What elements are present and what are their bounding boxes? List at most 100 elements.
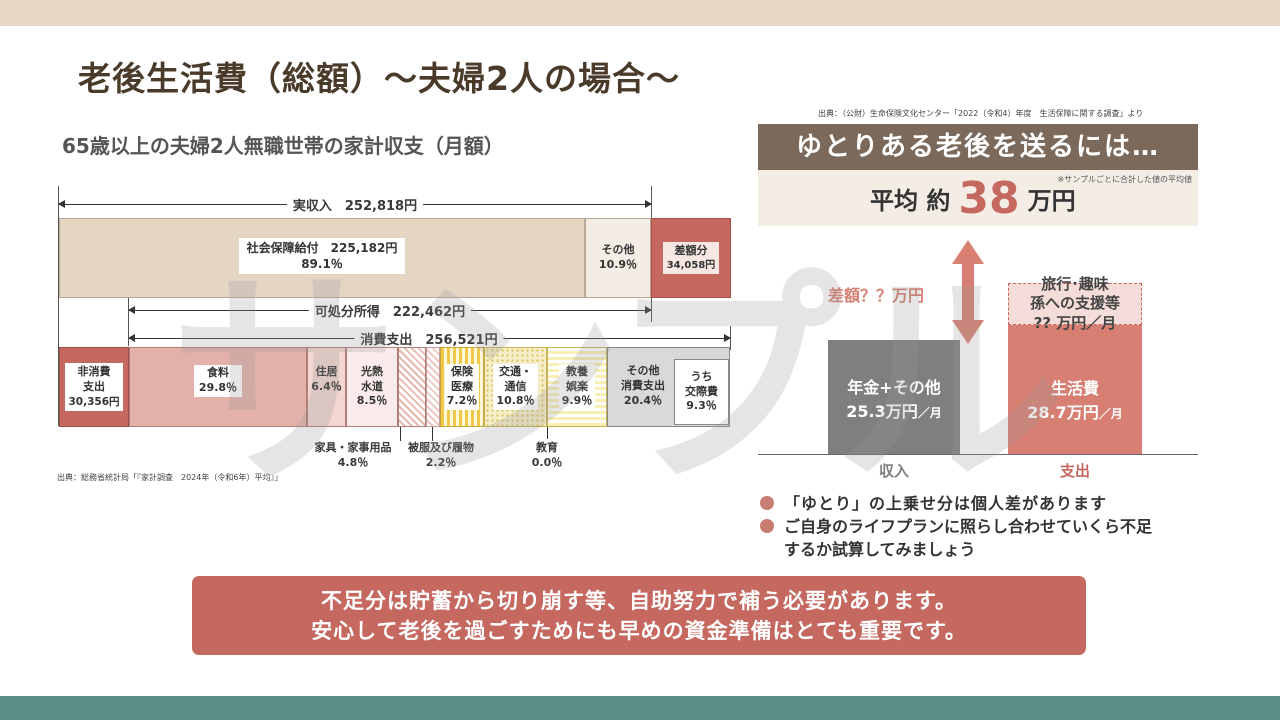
yutori-average-prefix: 平均 約 bbox=[870, 186, 951, 215]
bar-social-expenses-pct: 9.3％ bbox=[686, 399, 717, 413]
bar-recreation: 教養 娯楽 9.9％ bbox=[547, 347, 607, 427]
bar-non-consumption-line2: 支出 bbox=[83, 379, 105, 393]
bar-deficit: 差額分 34,058円 bbox=[651, 218, 731, 298]
bar-social-expenses-line2: 交際費 bbox=[685, 384, 718, 398]
bar-other-consumption-line1: その他 bbox=[626, 364, 660, 377]
disposable-income-arrow: 可処分所得 222,462円 bbox=[128, 301, 652, 320]
bar-clothing bbox=[426, 347, 440, 427]
difference-arrow-icon bbox=[952, 240, 984, 344]
note-clothing: 被服及び履物 2.2％ bbox=[408, 440, 474, 471]
bar-housing-pct: 6.4％ bbox=[311, 380, 342, 393]
source-note-right: 出典：（公財）生命保険文化センター「2022（令和4）年度 生活保障に関する調査… bbox=[818, 109, 1144, 118]
bar-medical-line2: 医療 bbox=[451, 379, 473, 393]
bar-housing: 住居 6.4％ bbox=[307, 347, 346, 427]
bar-expense: 生活費 28.7万円／月 bbox=[1008, 324, 1142, 454]
bar-expense-label: 生活費 bbox=[1050, 378, 1099, 398]
difference-label: 差額？？万円 bbox=[828, 286, 925, 305]
household-budget-chart: 実収入 252,818円 社会保障給付 225,182円 89.1％ その他 1… bbox=[0, 0, 760, 480]
bar-medical-pct: 7.2％ bbox=[446, 394, 478, 408]
bar-expense-value: 28.7万円 bbox=[1027, 402, 1099, 422]
yutori-average-suffix: 万円 bbox=[1027, 186, 1076, 215]
bar-income-value: 25.3万円 bbox=[846, 402, 918, 422]
bar-income: 年金+その他 25.3万円／月 bbox=[828, 340, 960, 454]
bar-utilities: 光熱 水道 8.5％ bbox=[346, 347, 398, 427]
banner-line-1: 不足分は貯蓄から切り崩す等、自助努力で補う必要があります。 bbox=[321, 589, 957, 613]
bar-utilities-line1: 光熱 bbox=[361, 364, 383, 378]
top-band bbox=[0, 0, 1280, 26]
actual-income-label: 実収入 252,818円 bbox=[286, 195, 424, 214]
page-title: 老後生活費（総額）〜夫婦2人の場合〜 bbox=[78, 59, 680, 98]
yutori-average-note: ※サンプルごとに合計した値の平均値 bbox=[1057, 175, 1192, 184]
bullet-1-text: 「ゆとり」の上乗せ分は個人差があります bbox=[784, 494, 1108, 513]
note-furniture-label: 家具・家事用品 bbox=[314, 441, 392, 454]
bar-extra: 旅行･趣味 孫への支援等 ?? 万円／月 bbox=[1008, 275, 1142, 332]
chart-subtitle: 65歳以上の夫婦2人無職世帯の家計収支（月額） bbox=[62, 134, 504, 158]
source-note-left: 出典：総務省統計局「『家計調査 2024年（令和6年）平均』」 bbox=[57, 473, 283, 482]
actual-income-arrow: 実収入 252,818円 bbox=[58, 195, 652, 214]
note-clothing-label: 被服及び履物 bbox=[408, 441, 474, 454]
bar-non-consumption: 非消費 支出 30,356円 bbox=[59, 347, 129, 427]
bullet-dot-icon bbox=[760, 496, 774, 510]
bar-deficit-label: 差額分 bbox=[674, 243, 708, 257]
bar-social-expenses-line1: うち bbox=[690, 369, 713, 383]
bar-housing-label: 住居 bbox=[315, 365, 338, 379]
bullet-2: ご自身のライフプランに照らし合わせていくら不足 bbox=[760, 515, 1152, 538]
yutori-average: 平均 約 38 万円 bbox=[870, 170, 1076, 226]
disposable-income-label: 可処分所得 222,462円 bbox=[308, 301, 472, 320]
axis-income: 収入 bbox=[878, 462, 909, 480]
bar-transport-pct: 10.8％ bbox=[496, 394, 535, 408]
axis-expense: 支出 bbox=[1059, 462, 1090, 480]
bar-non-consumption-line1: 非消費 bbox=[77, 365, 111, 379]
bar-other-income: その他 10.9％ bbox=[585, 218, 651, 298]
note-education-label: 教育 bbox=[536, 441, 558, 454]
bar-utilities-pct: 8.5％ bbox=[356, 394, 388, 408]
bar-food-pct: 29.8％ bbox=[198, 381, 238, 394]
bar-other-consumption-pct: 20.4％ bbox=[623, 393, 663, 407]
bar-recreation-line2: 娯楽 bbox=[566, 379, 588, 393]
yutori-baseline bbox=[758, 454, 1198, 455]
bullet-1: 「ゆとり」の上乗せ分は個人差があります bbox=[760, 492, 1107, 515]
bar-social-security-pct: 89.1％ bbox=[301, 257, 343, 271]
bar-transport-line2: 通信 bbox=[504, 379, 527, 393]
bar-social-expenses: うち 交際費 9.3％ bbox=[674, 359, 729, 425]
bar-other-income-label: その他 bbox=[601, 243, 635, 257]
bullet-dot-icon bbox=[760, 519, 774, 533]
yutori-average-value: 38 bbox=[958, 172, 1020, 224]
bar-other-income-pct: 10.9％ bbox=[598, 258, 638, 271]
bullet-2-cont: するか試算してみましょう bbox=[784, 540, 976, 559]
note-clothing-pct: 2.2％ bbox=[425, 456, 457, 470]
banner-line-2: 安心して老後を過ごすためにも早めの資金準備はとても重要です。 bbox=[311, 619, 967, 643]
bar-income-unit: ／月 bbox=[917, 406, 942, 421]
bar-medical-line1: 保険 bbox=[451, 364, 473, 378]
consumption-arrow: 消費支出 256,521円 bbox=[128, 329, 731, 348]
bar-other-consumption-line2: 消費支出 bbox=[621, 378, 665, 392]
note-furniture: 家具・家事用品 4.8％ bbox=[315, 440, 392, 471]
bar-food: 食料 29.8％ bbox=[129, 347, 307, 427]
furniture-pointer bbox=[400, 427, 401, 441]
guide-line-disp bbox=[128, 296, 129, 346]
bullet-2-text: ご自身のライフプランに照らし合わせていくら不足 bbox=[784, 517, 1153, 536]
bar-transport-line1: 交通・ bbox=[498, 364, 532, 378]
yutori-header: ゆとりある老後を送るには… bbox=[758, 124, 1198, 170]
bottom-band bbox=[0, 696, 1280, 720]
bar-other-consumption: その他 消費支出 20.4％ うち 交際費 9.3％ bbox=[607, 347, 730, 427]
bar-transport: 交通・ 通信 10.8％ bbox=[484, 347, 547, 427]
note-education: 教育 0.0％ bbox=[532, 440, 563, 471]
bar-deficit-value: 34,058円 bbox=[666, 259, 716, 271]
bar-social-security: 社会保障給付 225,182円 89.1％ bbox=[59, 218, 585, 298]
bar-expense-unit: ／月 bbox=[1098, 406, 1123, 421]
bar-extra-line1: 旅行･趣味 bbox=[1041, 274, 1109, 293]
bar-recreation-pct: 9.9％ bbox=[561, 394, 593, 408]
bar-extra-line3: ?? 万円／月 bbox=[1033, 313, 1117, 332]
bar-extra-line2: 孫への支援等 bbox=[1029, 294, 1120, 313]
bar-medical: 保険 医療 7.2％ bbox=[440, 347, 484, 427]
clothing-pointer bbox=[432, 427, 433, 441]
bar-furniture bbox=[398, 347, 426, 427]
bar-income-label: 年金+その他 bbox=[847, 378, 941, 398]
yutori-chart: 差額？？万円 年金+その他 25.3万円／月 生活費 28.7万円／月 旅行･趣… bbox=[758, 226, 1198, 480]
bar-utilities-line2: 水道 bbox=[361, 379, 383, 393]
bar-food-label: 食料 bbox=[206, 366, 229, 380]
bar-social-security-label: 社会保障給付 225,182円 bbox=[246, 240, 398, 255]
guide-line-left bbox=[58, 186, 59, 426]
education-pointer bbox=[547, 427, 548, 439]
